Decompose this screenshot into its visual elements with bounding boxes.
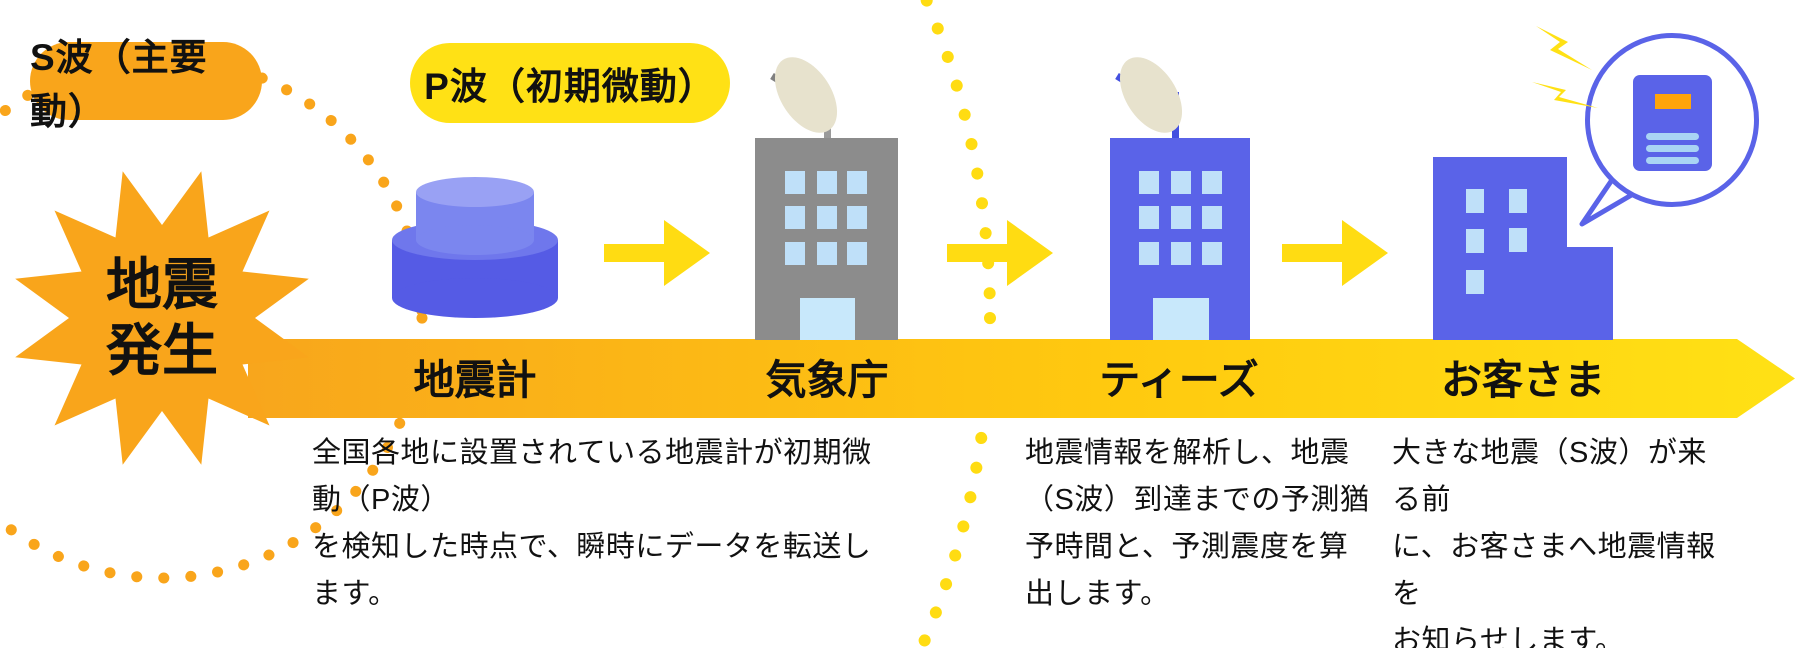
step-label-customer: お客さま — [1441, 357, 1605, 403]
window — [785, 171, 805, 194]
description-seismometer-jma: 全国各地に設置されている地震計が初期微動（P波） を検知した時点で、瞬時にデータ… — [312, 437, 872, 610]
window — [1509, 189, 1527, 213]
door — [800, 298, 855, 340]
window — [1171, 206, 1191, 229]
step-label-jma: 気象庁 — [765, 357, 889, 403]
alert-device-icon — [1633, 75, 1712, 171]
window — [847, 242, 867, 265]
satellite-dish-icon — [770, 57, 838, 140]
window — [1509, 228, 1527, 252]
p-wave-dotted-arc — [914, 0, 996, 648]
arrow-right-icon — [604, 220, 710, 286]
device-text-line — [1646, 133, 1699, 140]
s-wave-badge: S波（主要動） — [30, 37, 262, 132]
satellite-dish-icon — [1115, 57, 1183, 140]
window — [817, 171, 837, 194]
p-wave-badge: P波（初期微動） — [410, 43, 730, 123]
device-text-line — [1646, 157, 1699, 164]
door — [1153, 298, 1209, 340]
lightning-icon — [1532, 26, 1598, 108]
arrow-right-icon — [947, 220, 1053, 286]
window — [785, 206, 805, 229]
quake-starburst-icon — [15, 171, 309, 465]
window — [1466, 229, 1484, 253]
window — [817, 242, 837, 265]
device-header-bar — [1655, 94, 1691, 109]
window — [1171, 171, 1191, 194]
seismometer-icon — [392, 177, 558, 318]
window — [1139, 171, 1159, 194]
window — [847, 206, 867, 229]
step-label-seismometer: 地震計 — [413, 357, 537, 403]
customer-building-icon — [1433, 157, 1567, 340]
step-label-tees: ティーズ — [1099, 357, 1259, 403]
window — [1139, 206, 1159, 229]
window — [817, 206, 837, 229]
window — [1202, 242, 1222, 265]
window — [785, 242, 805, 265]
arrow-right-icon — [1282, 220, 1388, 286]
device-text-line — [1646, 145, 1699, 152]
tees-building-icon — [1110, 138, 1250, 340]
window — [1466, 270, 1484, 294]
window — [847, 171, 867, 194]
window — [1466, 189, 1484, 213]
window — [1202, 206, 1222, 229]
timeline-banner-arrow — [248, 339, 1795, 418]
window — [1139, 242, 1159, 265]
customer-building-annex — [1567, 247, 1613, 340]
jma-building-icon — [755, 138, 898, 340]
description-tees: 地震情報を解析し、地震 （S波）到達までの予測猶 予時間と、予測震度を算 出しま… — [1025, 437, 1370, 610]
window — [1202, 171, 1222, 194]
window — [1171, 242, 1191, 265]
description-customer: 大きな地震（S波）が来る前 に、お客さまへ地震情報を お知らせします。 — [1392, 437, 1716, 648]
epicenter-label: 地震 発生 — [106, 252, 218, 382]
